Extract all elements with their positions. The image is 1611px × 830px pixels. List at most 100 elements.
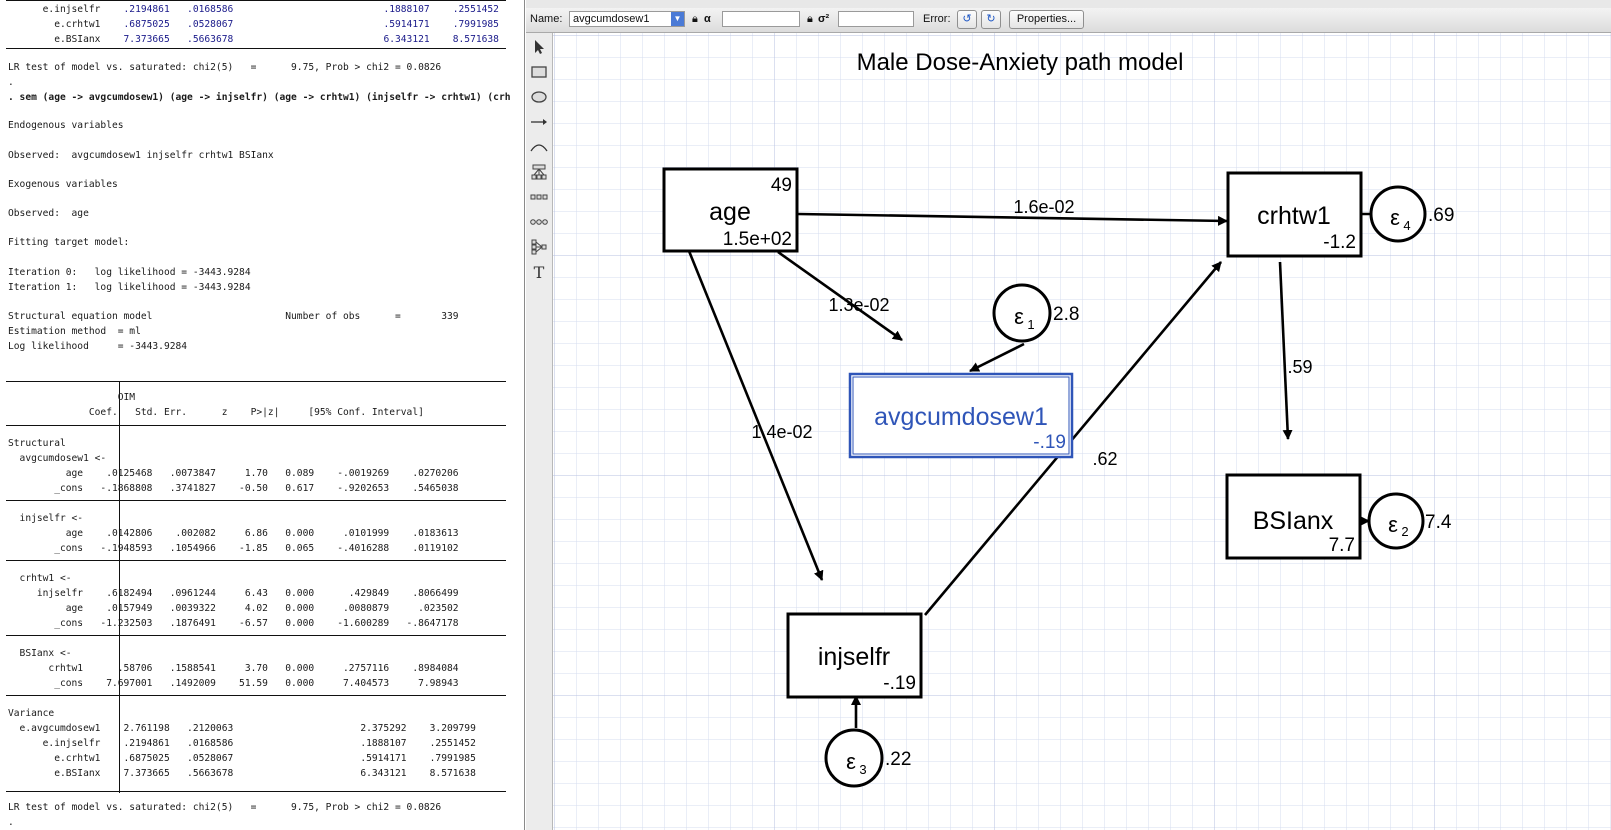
divider xyxy=(6,0,506,1)
path-tool-icon[interactable] xyxy=(529,111,549,133)
error-e1-symbol: ε xyxy=(1014,304,1024,329)
divider xyxy=(6,48,506,49)
name-label: Name: xyxy=(530,13,563,25)
error-e3-variance: .22 xyxy=(885,749,911,770)
estimation-line: Estimation method = ml xyxy=(8,326,141,337)
error-e2-variance: 7.4 xyxy=(1425,512,1452,533)
path-coef-crhtw1-bsianx: .59 xyxy=(1287,357,1312,377)
node-injselfr-intercept: -.19 xyxy=(883,673,916,694)
sem-command: . sem (age -> avgcumdosew1) (age -> injs… xyxy=(8,92,511,103)
error-e4[interactable]: ε 4 .69 xyxy=(1369,185,1454,243)
error-label: Error: xyxy=(923,13,951,25)
regression-component-tool-icon[interactable] xyxy=(529,236,549,258)
top-variance-row: e.BSIanx 7.373665 .5663678 6.343121 8.57… xyxy=(8,34,499,45)
variance-rows: e.avgcumdosew1 2.761198 .2120063 2.37529… xyxy=(19,723,476,779)
error-e4-index: 4 xyxy=(1403,218,1410,233)
eq2-rows: age .0142806 .002082 6.86 0.000 .0101999… xyxy=(54,528,459,554)
node-injselfr-label: injselfr xyxy=(818,643,890,671)
node-crhtw1[interactable]: crhtw1 -1.2 xyxy=(1226,171,1363,258)
top-variance-row: e.crhtw1 .6875025 .0528067 .5914171 .799… xyxy=(8,19,499,30)
path-coef-age-crhtw1: 1.6e-02 xyxy=(1013,197,1074,217)
path-coef-age-injselfr: 1.4e-02 xyxy=(751,422,812,442)
node-avgcumdosew1-label: avgcumdosew1 xyxy=(874,403,1048,431)
properties-button[interactable]: Properties... xyxy=(1009,10,1084,29)
error-e1-index: 1 xyxy=(1027,317,1034,332)
node-bsianx-intercept: 7.7 xyxy=(1329,535,1355,556)
results-window: e.injselfr .2194861 .0168586 .1888107 .2… xyxy=(0,0,525,830)
name-select[interactable]: avgcumdosew1 ▼ xyxy=(569,11,685,27)
structural-label: Structural xyxy=(8,438,66,449)
node-injselfr[interactable]: injselfr -.19 xyxy=(786,612,923,699)
table-top-rule xyxy=(6,381,506,382)
error-e1-variance: 2.8 xyxy=(1053,304,1079,325)
iteration-1: Iteration 1: log likelihood = -3443.9284 xyxy=(8,282,251,293)
endogenous-observed: Observed: avgcumdosew1 injselfr crhtw1 B… xyxy=(8,150,274,161)
error-e3-symbol: ε xyxy=(846,749,856,774)
table-header-rule xyxy=(6,425,506,426)
eq4-rows: crhtw1 .58706 .1588541 3.70 0.000 .27571… xyxy=(48,663,459,689)
row-values: 7.373665 .5663678 6.343121 8.571638 xyxy=(100,34,499,45)
node-avgcumdosew1[interactable]: avgcumdosew1 -.19 xyxy=(848,372,1074,459)
rotate-left-icon[interactable]: ↺ xyxy=(957,10,977,29)
contextual-toolbar: Name: avgcumdosew1 ▼ 🔒︎ α 🔒︎ σ² Error: ↺… xyxy=(526,8,1611,33)
name-select-value: avgcumdosew1 xyxy=(573,13,650,25)
error-e3[interactable]: ε 3 .22 xyxy=(824,728,911,788)
error-e2[interactable]: ε 2 7.4 xyxy=(1367,492,1452,550)
alpha-label: α xyxy=(704,13,711,25)
error-e4-symbol: ε xyxy=(1390,205,1400,230)
top-variance-row: e.injselfr .2194861 .0168586 .1888107 .2… xyxy=(8,4,499,15)
divider xyxy=(6,695,506,696)
path-age-injselfr[interactable] xyxy=(687,250,824,581)
lock-icon: 🔒︎ xyxy=(807,13,813,25)
measurement-component-tool-icon[interactable] xyxy=(529,161,549,183)
row-values: .6875025 .0528067 .5914171 .7991985 xyxy=(100,19,499,30)
path-coef-age-avgcumdosew1: 1.3e-02 xyxy=(828,295,889,315)
latent-set-tool-icon[interactable] xyxy=(529,211,549,233)
grid-major xyxy=(553,33,1611,830)
path-coef-injselfr-crhtw1: .62 xyxy=(1092,449,1117,469)
observed-variable-tool-icon[interactable] xyxy=(529,61,549,83)
node-age[interactable]: age 49 1.5e+02 xyxy=(662,167,799,253)
divider xyxy=(6,635,506,636)
row-name: e.crhtw1 xyxy=(8,19,101,30)
error-e2-index: 2 xyxy=(1401,524,1408,539)
path-age-avgcumdosew1[interactable] xyxy=(777,250,903,342)
intercept-input[interactable] xyxy=(722,11,800,27)
fitting-line: Fitting target model: xyxy=(8,237,130,248)
error-e2-symbol: ε xyxy=(1388,512,1398,537)
node-age-label: age xyxy=(709,198,751,226)
table-header-oim: OIM xyxy=(8,392,136,403)
diagram-title: Male Dose-Anxiety path model xyxy=(857,49,1184,76)
node-bsianx[interactable]: BSIanx 7.7 xyxy=(1225,473,1362,560)
table-header: Coef. Std. Err. z P>|z| [95% Conf. Inter… xyxy=(8,407,424,418)
observed-set-tool-icon[interactable] xyxy=(529,186,549,208)
covariance-tool-icon[interactable] xyxy=(529,136,549,158)
diagram-canvas[interactable]: Male Dose-Anxiety path model 1.6e-02 1.3… xyxy=(553,33,1611,830)
node-age-variance: 49 xyxy=(771,175,792,196)
chevron-down-icon[interactable]: ▼ xyxy=(671,12,684,26)
node-age-intercept: 1.5e+02 xyxy=(723,229,792,250)
text-tool-icon[interactable]: T xyxy=(533,262,545,282)
eq1-rows: age .0125468 .0073847 1.70 0.089 -.00192… xyxy=(54,468,459,494)
exogenous-header: Exogenous variables xyxy=(8,179,118,190)
table-vertical-rule xyxy=(119,381,120,793)
latent-variable-tool-icon[interactable] xyxy=(529,86,549,108)
dot-line-2: . xyxy=(8,817,14,828)
eq1-label: avgcumdosew1 <- xyxy=(8,453,107,464)
row-name: e.injselfr xyxy=(8,4,101,15)
exogenous-observed: Observed: age xyxy=(8,208,89,219)
variance-label: Variance xyxy=(8,708,55,719)
lr-test-line: LR test of model vs. saturated: chi2(5) … xyxy=(8,62,442,73)
sigma-label: σ² xyxy=(818,13,830,25)
path-crhtw1-bsianx[interactable] xyxy=(1278,261,1293,440)
top-variance-rows: e.injselfr .2194861 .0168586 .1888107 .2… xyxy=(8,2,499,47)
variance-input[interactable] xyxy=(838,11,914,27)
divider xyxy=(6,500,506,501)
path-age-crhtw1[interactable] xyxy=(797,212,1228,226)
rotate-right-icon[interactable]: ↻ xyxy=(981,10,1001,29)
node-crhtw1-intercept: -1.2 xyxy=(1323,232,1356,253)
select-tool-icon[interactable] xyxy=(529,36,549,58)
eq4-label: BSIanx <- xyxy=(8,648,72,659)
error-e1[interactable]: ε 1 2.8 xyxy=(992,283,1079,343)
error-path-e1[interactable] xyxy=(969,342,1025,373)
